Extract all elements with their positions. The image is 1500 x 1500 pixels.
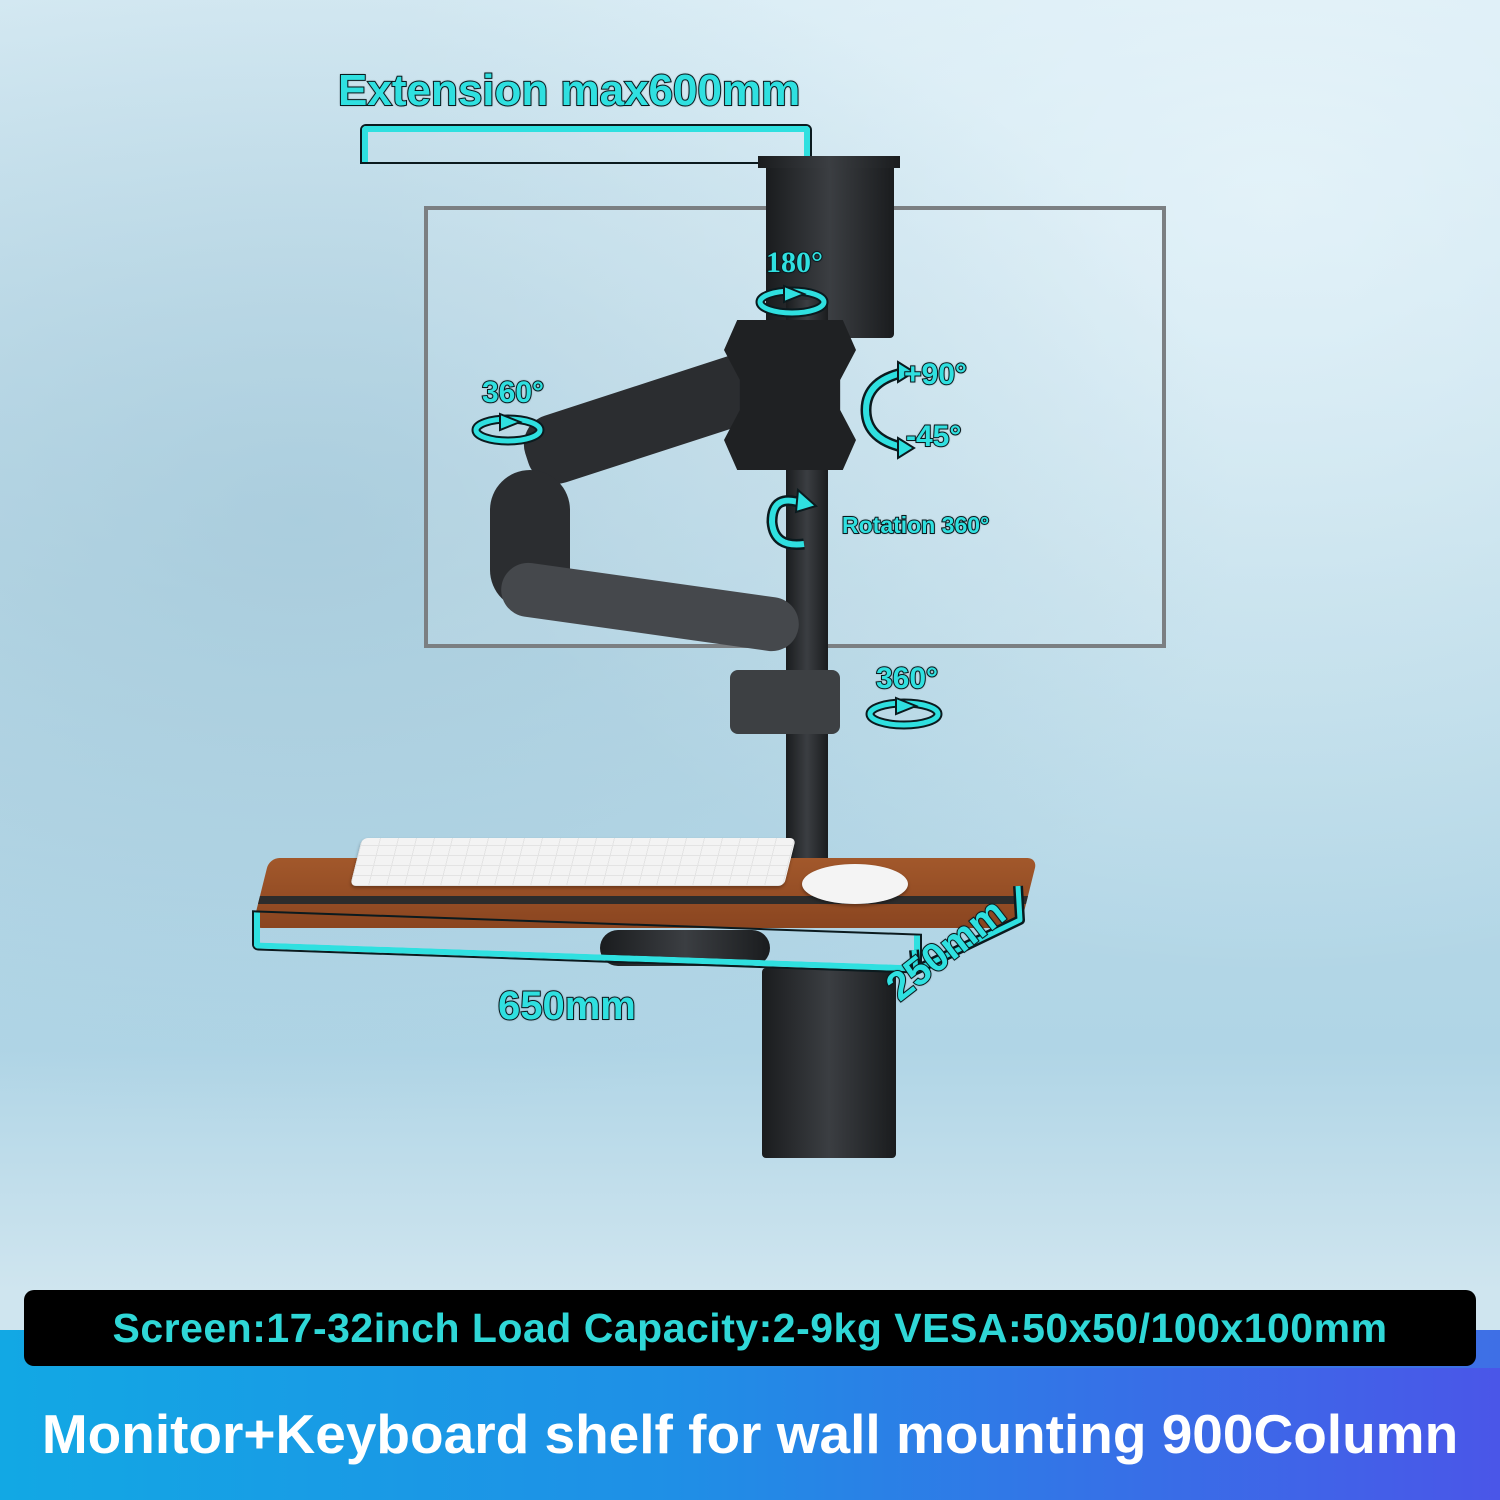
tilt-down-label: -45° xyxy=(905,419,962,454)
extension-bracket xyxy=(362,126,810,162)
top-cap xyxy=(758,156,900,168)
spin-arrow-icon xyxy=(471,412,545,446)
vesa-plate xyxy=(724,320,856,470)
extension-label: Extension max600mm xyxy=(337,65,801,116)
arm-clamp xyxy=(730,670,840,734)
spec-bar: Screen:17-32inch Load Capacity:2-9kg VES… xyxy=(24,1290,1476,1366)
shelf-bracket xyxy=(600,930,770,966)
spec-text: Screen:17-32inch Load Capacity:2-9kg VES… xyxy=(112,1304,1388,1351)
mouse xyxy=(802,864,908,904)
monitor-spin-label: 360° xyxy=(481,375,545,410)
tilt-up-label: +90° xyxy=(903,357,968,392)
arm-swivel-icon xyxy=(865,696,943,730)
footer-title: Monitor+Keyboard shelf for wall mounting… xyxy=(41,1403,1459,1465)
footer-banner: Monitor+Keyboard shelf for wall mounting… xyxy=(0,1368,1500,1500)
keyboard xyxy=(350,838,796,886)
pole-rotation-icon xyxy=(766,487,819,551)
arm-swivel-label: 360° xyxy=(875,661,939,696)
pole-rotation-label: Rotation 360° xyxy=(841,511,990,539)
tilt-arrow-icon xyxy=(860,360,916,460)
swivel-arrow-icon xyxy=(755,284,829,318)
lower-column xyxy=(762,968,896,1158)
top-swivel-label: 180° xyxy=(765,245,824,280)
shelf-width-label: 650mm xyxy=(497,983,637,1029)
depth-bracket xyxy=(909,885,1025,975)
wall-background xyxy=(0,0,1500,1300)
